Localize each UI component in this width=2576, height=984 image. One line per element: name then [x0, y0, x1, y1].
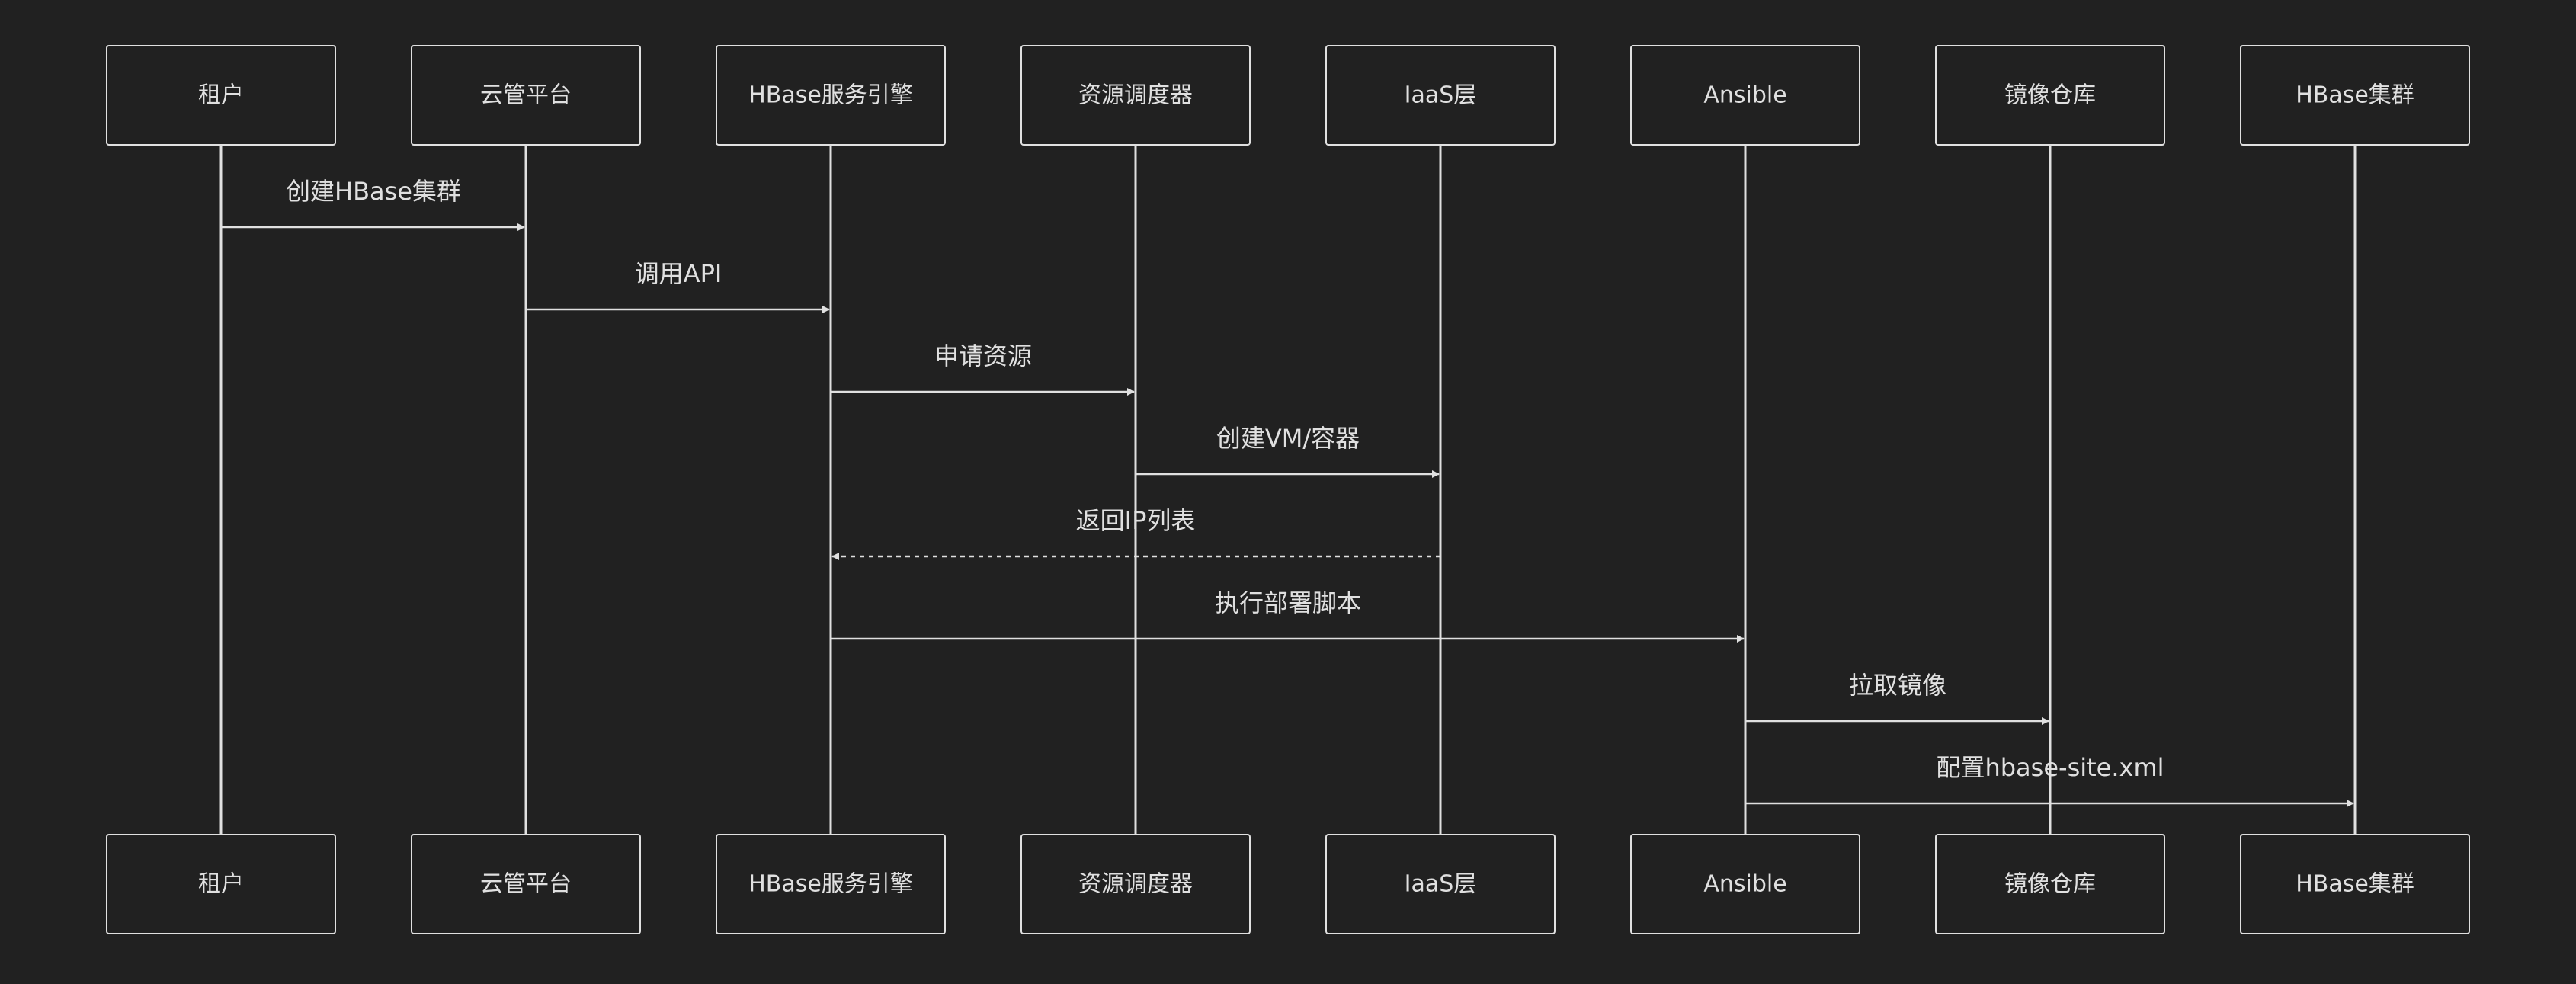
participant-label: Ansible — [1703, 871, 1786, 898]
message-label: 创建VM/容器 — [1216, 424, 1360, 453]
participant-label: 租户 — [198, 82, 244, 109]
message-3: 申请资源 — [831, 341, 1135, 396]
participant-box-bottom-tenant: 租户 — [106, 834, 336, 934]
participant-box-frame — [1630, 834, 1860, 934]
participant-box-bottom-registry: 镜像仓库 — [1935, 834, 2165, 934]
participant-box-frame — [1020, 834, 1251, 934]
participant-box-top-tenant: 租户 — [106, 45, 336, 146]
participant-box-frame — [1630, 45, 1860, 146]
participant-box-frame — [1325, 45, 1556, 146]
participant-box-frame — [2240, 834, 2470, 934]
participant-box-frame — [2240, 45, 2470, 146]
message-2: 调用API — [526, 259, 830, 313]
participant-box-bottom-scheduler: 资源调度器 — [1020, 834, 1251, 934]
participant-box-top-registry: 镜像仓库 — [1935, 45, 2165, 146]
message-label: 拉取镜像 — [1849, 671, 1946, 700]
participant-box-bottom-cluster: HBase集群 — [2240, 834, 2470, 934]
participant-box-frame — [411, 834, 641, 934]
participant-box-top-iaas: IaaS层 — [1325, 45, 1556, 146]
message-label: 调用API — [635, 259, 722, 288]
message-4: 创建VM/容器 — [1136, 424, 1440, 478]
lifelines-layer — [219, 145, 2357, 835]
message-label: 创建HBase集群 — [286, 177, 461, 206]
participant-label: 镜像仓库 — [2004, 871, 2096, 898]
participant-label: IaaS层 — [1405, 82, 1477, 109]
participant-box-bottom-ansible: Ansible — [1630, 834, 1860, 934]
message-label: 返回IP列表 — [1076, 506, 1196, 535]
participant-label: 资源调度器 — [1078, 82, 1193, 109]
participant-box-bottom-iaas: IaaS层 — [1325, 834, 1556, 934]
participant-label: 资源调度器 — [1078, 871, 1193, 898]
participant-label: 云管平台 — [480, 871, 572, 898]
participant-label: HBase集群 — [2296, 871, 2414, 898]
participants-layer: 租户租户云管平台云管平台HBase服务引擎HBase服务引擎资源调度器资源调度器… — [106, 45, 2470, 934]
participant-box-top-cloud: 云管平台 — [411, 45, 641, 146]
participant-label: 云管平台 — [480, 82, 572, 109]
message-7: 拉取镜像 — [1745, 671, 2049, 725]
participant-box-frame — [1935, 45, 2165, 146]
message-5: 返回IP列表 — [831, 506, 1440, 560]
message-label: 申请资源 — [934, 341, 1032, 370]
participant-box-frame — [1325, 834, 1556, 934]
participant-box-top-cluster: HBase集群 — [2240, 45, 2470, 146]
participant-box-frame — [716, 834, 946, 934]
participant-box-frame — [1020, 45, 1251, 146]
participant-label: Ansible — [1703, 82, 1786, 109]
participant-label: 租户 — [198, 871, 244, 898]
participant-box-top-scheduler: 资源调度器 — [1020, 45, 1251, 146]
participant-box-frame — [106, 834, 336, 934]
participant-label: HBase服务引擎 — [748, 871, 913, 898]
message-label: 执行部署脚本 — [1215, 588, 1361, 617]
message-6: 执行部署脚本 — [831, 588, 1745, 643]
participant-label: 镜像仓库 — [2004, 82, 2096, 109]
participant-box-top-engine: HBase服务引擎 — [716, 45, 946, 146]
participant-box-frame — [411, 45, 641, 146]
message-label: 配置hbase-site.xml — [1936, 753, 2164, 782]
participant-box-frame — [716, 45, 946, 146]
participant-box-bottom-cloud: 云管平台 — [411, 834, 641, 934]
participant-label: IaaS层 — [1405, 871, 1477, 898]
participant-box-frame — [1935, 834, 2165, 934]
participant-label: HBase集群 — [2296, 82, 2414, 109]
participant-box-frame — [106, 45, 336, 146]
participant-label: HBase服务引擎 — [748, 82, 913, 109]
message-8: 配置hbase-site.xml — [1745, 753, 2354, 807]
participant-box-bottom-engine: HBase服务引擎 — [716, 834, 946, 934]
participant-box-top-ansible: Ansible — [1630, 45, 1860, 146]
message-1: 创建HBase集群 — [221, 177, 525, 231]
